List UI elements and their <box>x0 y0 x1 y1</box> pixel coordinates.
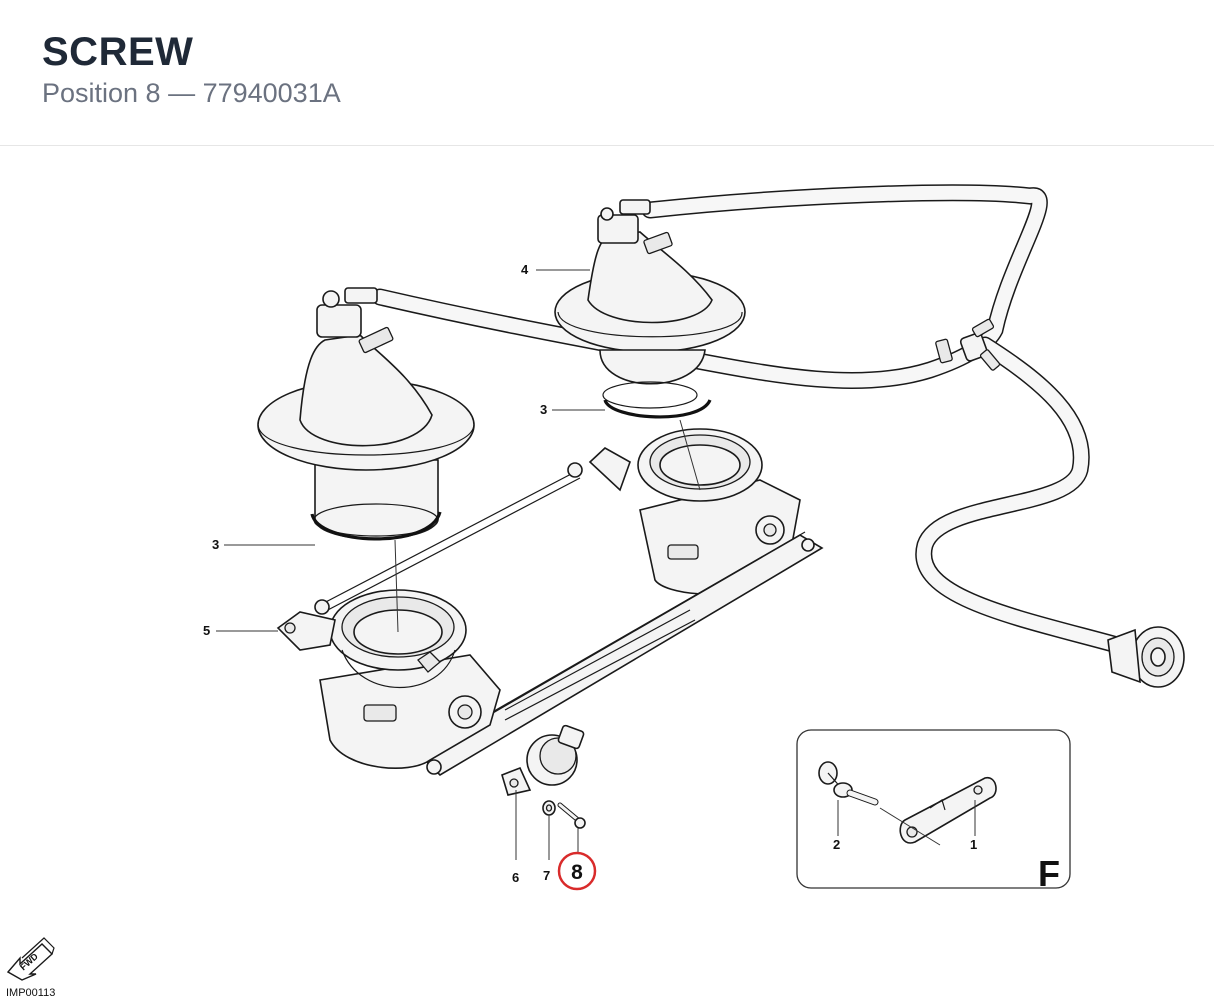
callout-3-front: 3 <box>212 537 219 552</box>
lever-plate <box>899 777 997 844</box>
inset-box-f: 2 1 F <box>796 729 1071 894</box>
front-hose-clip <box>310 511 442 541</box>
callout-7: 7 <box>543 868 550 883</box>
front-diaphragm-housing <box>257 287 475 540</box>
highlight-ring <box>557 851 597 891</box>
callout-5: 5 <box>203 623 210 638</box>
page-title: SCREW <box>42 30 194 74</box>
callout-6: 6 <box>512 870 519 885</box>
washer-part <box>542 800 556 816</box>
fwd-arrow-icon: FWD <box>6 937 55 981</box>
callout-2: 2 <box>833 837 840 852</box>
callout-3-rear: 3 <box>540 402 547 417</box>
linkage-rods <box>314 447 631 615</box>
hose-end-fitting <box>1107 626 1185 688</box>
inset-letter: F <box>1038 853 1060 894</box>
support-bracket <box>418 531 824 777</box>
page-subtitle: Position 8 — 77940031A <box>42 78 341 108</box>
callout-1: 1 <box>970 837 977 852</box>
callout-4: 4 <box>521 262 529 277</box>
drawing-code: IMP00113 <box>6 987 56 999</box>
rear-hose-clip <box>603 399 712 419</box>
header: SCREW Position 8 — 77940031A <box>0 0 1214 146</box>
callout-8: 8 <box>571 861 583 884</box>
highlighted-callout-8[interactable]: 8 <box>557 851 597 891</box>
rear-diaphragm-housing <box>554 199 746 409</box>
leader-lines <box>216 269 701 860</box>
screw-part[interactable] <box>557 802 586 829</box>
throttle-position-sensor <box>501 724 585 796</box>
